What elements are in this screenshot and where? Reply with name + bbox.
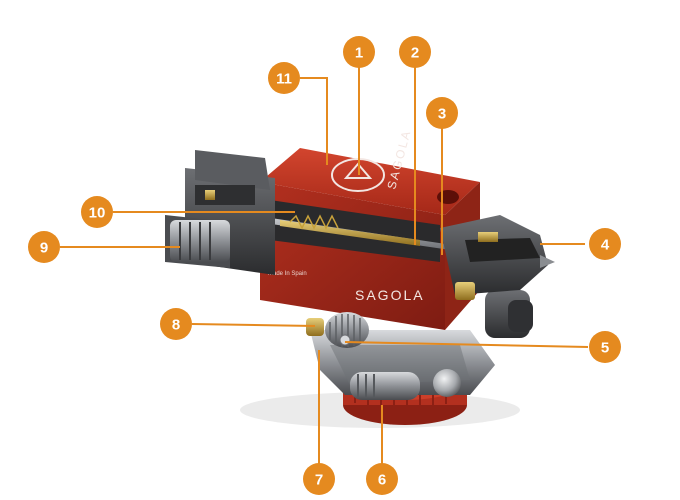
- callout-6[interactable]: 6: [366, 463, 398, 495]
- callout-7-circle: [303, 463, 335, 495]
- callout-3[interactable]: 3: [426, 97, 458, 129]
- callout-9[interactable]: 9: [28, 231, 60, 263]
- callout-5-circle: [589, 331, 621, 363]
- callout-8[interactable]: 8: [160, 308, 192, 340]
- brand-front-small-text: Made In Spain: [268, 271, 307, 277]
- callout-11-circle: [268, 62, 300, 94]
- callout-5-label: 5: [601, 340, 609, 357]
- spray-gun-illustration: SAGOLA SAGOLA Made In Spain: [165, 128, 555, 428]
- callout-1[interactable]: 1: [343, 36, 375, 68]
- callout-6-circle: [366, 463, 398, 495]
- callout-4-label: 4: [601, 237, 610, 254]
- needle-spring: [289, 214, 339, 230]
- callout-1-circle: [343, 36, 375, 68]
- callout-4[interactable]: 4: [589, 228, 621, 260]
- callout-11[interactable]: 11: [268, 62, 300, 94]
- callout-2-label: 2: [411, 45, 419, 62]
- callout-2-circle: [399, 36, 431, 68]
- callout-11-label: 11: [276, 71, 292, 88]
- rear-adjustment-cylinder: [165, 150, 275, 275]
- brand-front-text: SAGOLA: [355, 287, 425, 303]
- callout-10-label: 10: [89, 205, 106, 222]
- callout-3-circle: [426, 97, 458, 129]
- callout-8-label: 8: [172, 317, 180, 334]
- callout-9-circle: [28, 231, 60, 263]
- leader-lines: [60, 66, 589, 464]
- leader-8: [191, 323, 316, 327]
- callout-markers: 1 2 3 4 5 6 7 8: [28, 36, 621, 495]
- fluid-nozzle-elbow: [350, 369, 461, 400]
- callout-4-circle: [589, 228, 621, 260]
- callout-1-label: 1: [355, 45, 363, 62]
- callout-10[interactable]: 10: [81, 196, 113, 228]
- leader-5: [344, 341, 589, 348]
- callout-6-label: 6: [378, 472, 386, 489]
- callout-3-label: 3: [438, 106, 446, 123]
- callout-9-label: 9: [40, 240, 48, 257]
- callout-2[interactable]: 2: [399, 36, 431, 68]
- callout-5[interactable]: 5: [589, 331, 621, 363]
- callout-10-circle: [81, 196, 113, 228]
- leader-11: [300, 77, 328, 165]
- air-cap: [440, 215, 555, 300]
- callout-8-circle: [160, 308, 192, 340]
- callout-7[interactable]: 7: [303, 463, 335, 495]
- callout-7-label: 7: [315, 472, 323, 489]
